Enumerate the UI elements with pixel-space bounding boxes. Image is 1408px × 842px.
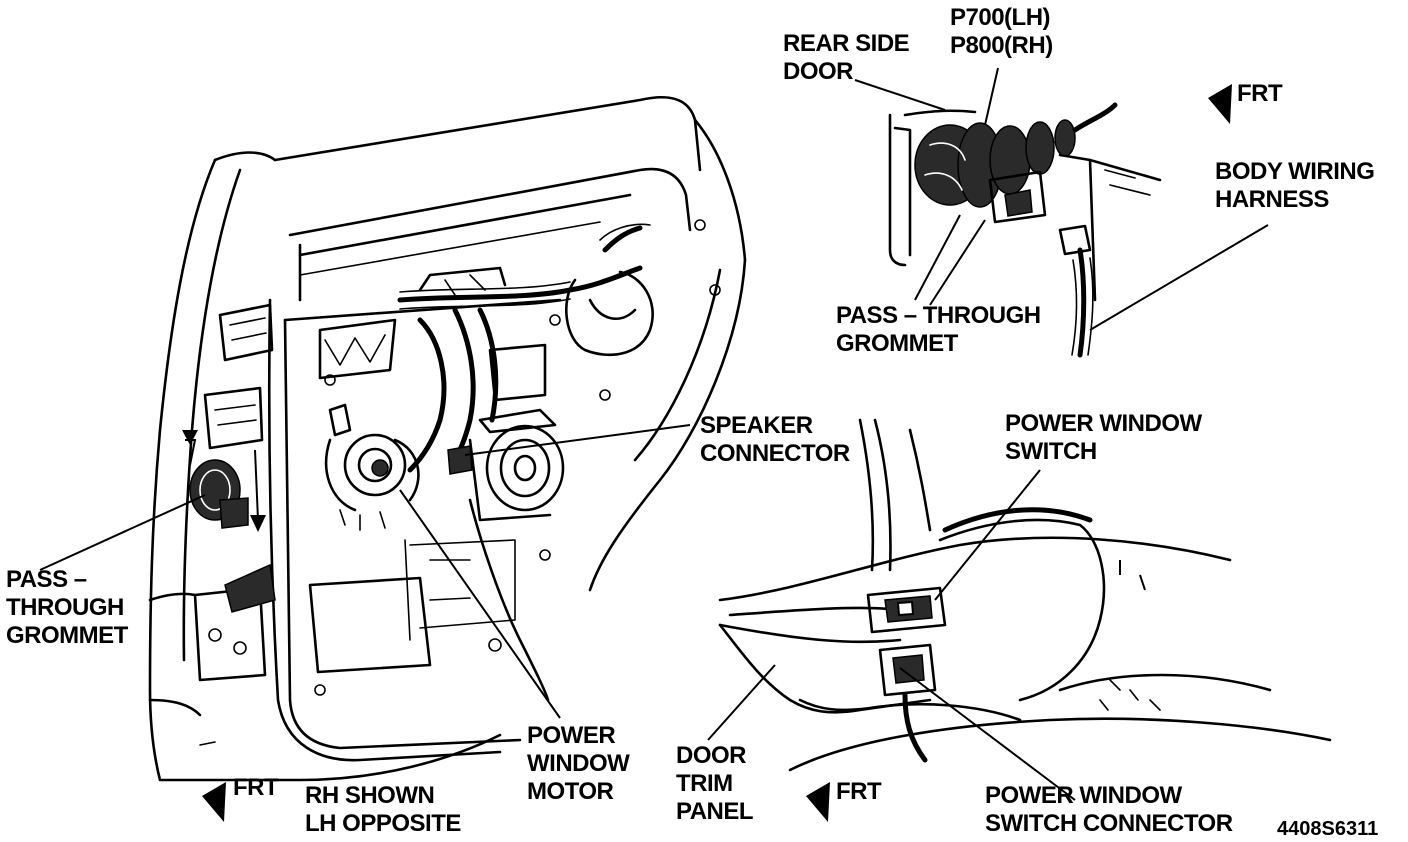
rh-shown-note: RH SHOWN LH OPPOSITE xyxy=(305,782,461,837)
pass-through-grommet-label-left: PASS – THROUGH GROMMET xyxy=(6,566,128,649)
pass-through-grommet-inset xyxy=(888,102,1162,358)
power-window-motor-label: POWER WINDOW MOTOR xyxy=(527,722,630,805)
rear-side-door-label: REAR SIDE DOOR xyxy=(783,30,910,85)
power-window-switch-connector-label: POWER WINDOW SWITCH CONNECTOR xyxy=(985,782,1233,837)
frt-label-top: FRT xyxy=(1237,80,1283,107)
frt-arrow-icon-bottom-mid xyxy=(806,782,830,822)
frt-label-bottom-mid: FRT xyxy=(836,778,882,805)
frt-arrow-icon-bottom-left xyxy=(202,782,226,822)
speaker-connector-label: SPEAKER CONNECTOR xyxy=(700,412,850,467)
body-wiring-harness-label: BODY WIRING HARNESS xyxy=(1215,158,1375,213)
pass-through-grommet-label-top: PASS – THROUGH GROMMET xyxy=(836,302,1041,357)
frt-label-bottom-left: FRT xyxy=(233,774,279,801)
connector-id-label: P700(LH) P800(RH) xyxy=(950,4,1053,59)
frt-arrow-icon-top xyxy=(1208,84,1232,124)
power-window-switch-inset xyxy=(718,418,1332,772)
power-window-switch-label: POWER WINDOW SWITCH xyxy=(1005,410,1202,465)
door-trim-panel-label: DOOR TRIM PANEL xyxy=(676,742,754,825)
leader-lines xyxy=(39,67,1269,801)
rear-door-inner-view xyxy=(148,95,747,782)
figure-code: 4408S6311 xyxy=(1277,818,1379,840)
